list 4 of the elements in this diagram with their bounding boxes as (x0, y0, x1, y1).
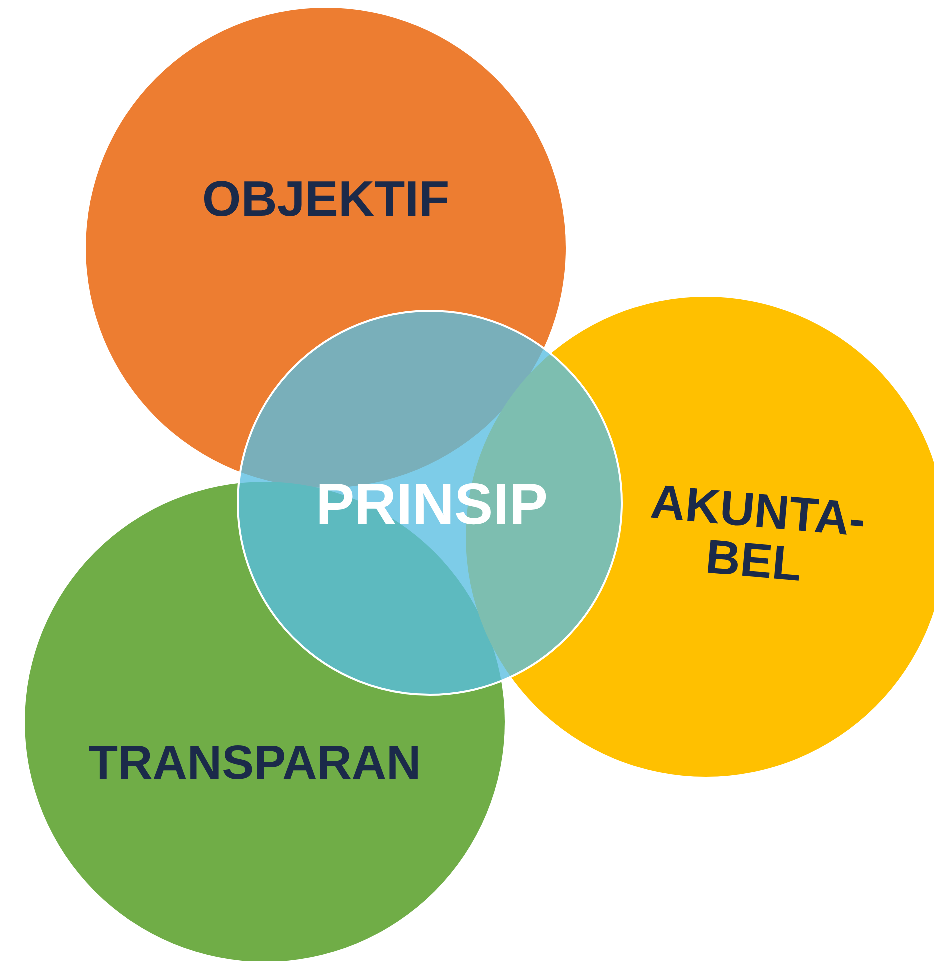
circle-label: TRANSPARAN (88, 739, 422, 790)
circle-label: PRINSIP (314, 475, 550, 536)
circle-label: OBJEKTIF (201, 173, 451, 226)
circle-label: AKUNTA- BEL (648, 475, 869, 594)
